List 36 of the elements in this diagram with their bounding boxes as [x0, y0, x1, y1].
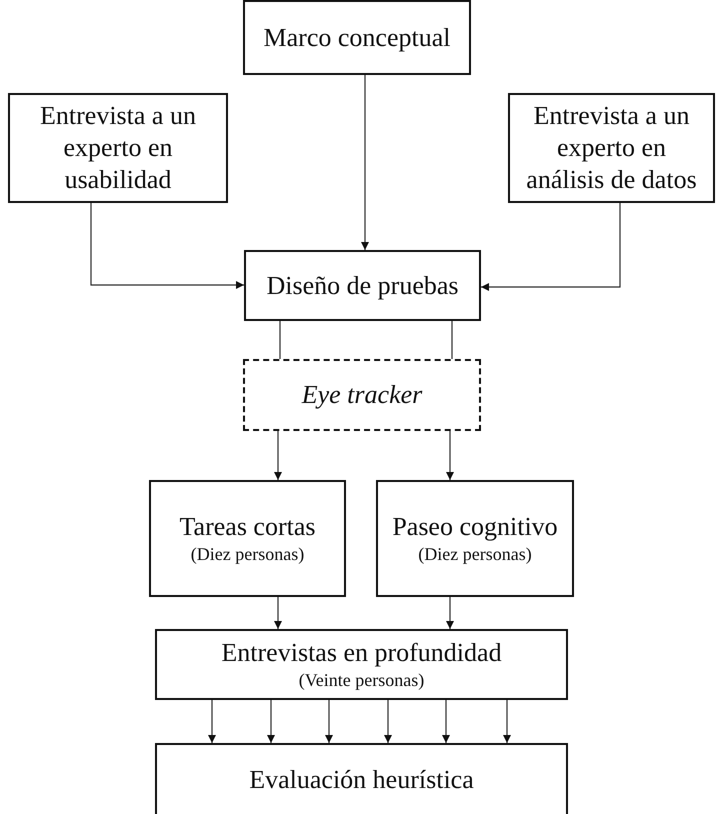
arrow [325, 700, 333, 743]
dashed-process-box [243, 359, 481, 431]
arrow [446, 431, 454, 480]
box-title: Marco conceptual [264, 22, 450, 54]
arrow [384, 700, 392, 743]
box-title: Entrevista a un experto en usabilidad [39, 100, 197, 196]
arrow [274, 597, 282, 629]
process-box [8, 93, 228, 203]
arrow [90, 203, 244, 289]
connector-line [451, 321, 453, 359]
arrow [446, 597, 454, 629]
process-box [244, 250, 481, 321]
connector-line [279, 321, 281, 359]
arrow [361, 75, 369, 250]
arrow [208, 700, 216, 743]
box-subtitle: (Veinte personas) [298, 669, 424, 692]
box-subtitle: (Diez personas) [418, 543, 532, 566]
process-box [149, 480, 346, 597]
arrow [267, 700, 275, 743]
process-box [155, 743, 568, 814]
box-title: Entrevista a un experto en análisis de datos [525, 100, 698, 196]
box-title: Entrevistas en profundidad [221, 637, 502, 670]
process-box [508, 93, 715, 203]
box-title: Evaluación heurística [249, 764, 474, 796]
arrow [481, 203, 621, 291]
process-box [243, 0, 471, 75]
arrow [442, 700, 450, 743]
box-title: Eye tracker [302, 379, 422, 411]
arrow [274, 431, 282, 480]
box-subtitle: (Diez personas) [190, 543, 304, 566]
box-title: Paseo cognitivo [392, 511, 558, 544]
process-box [376, 480, 574, 597]
process-box [155, 629, 568, 700]
box-title: Tareas cortas [179, 511, 316, 544]
arrow [503, 700, 511, 743]
box-title: Diseño de pruebas [266, 270, 459, 302]
